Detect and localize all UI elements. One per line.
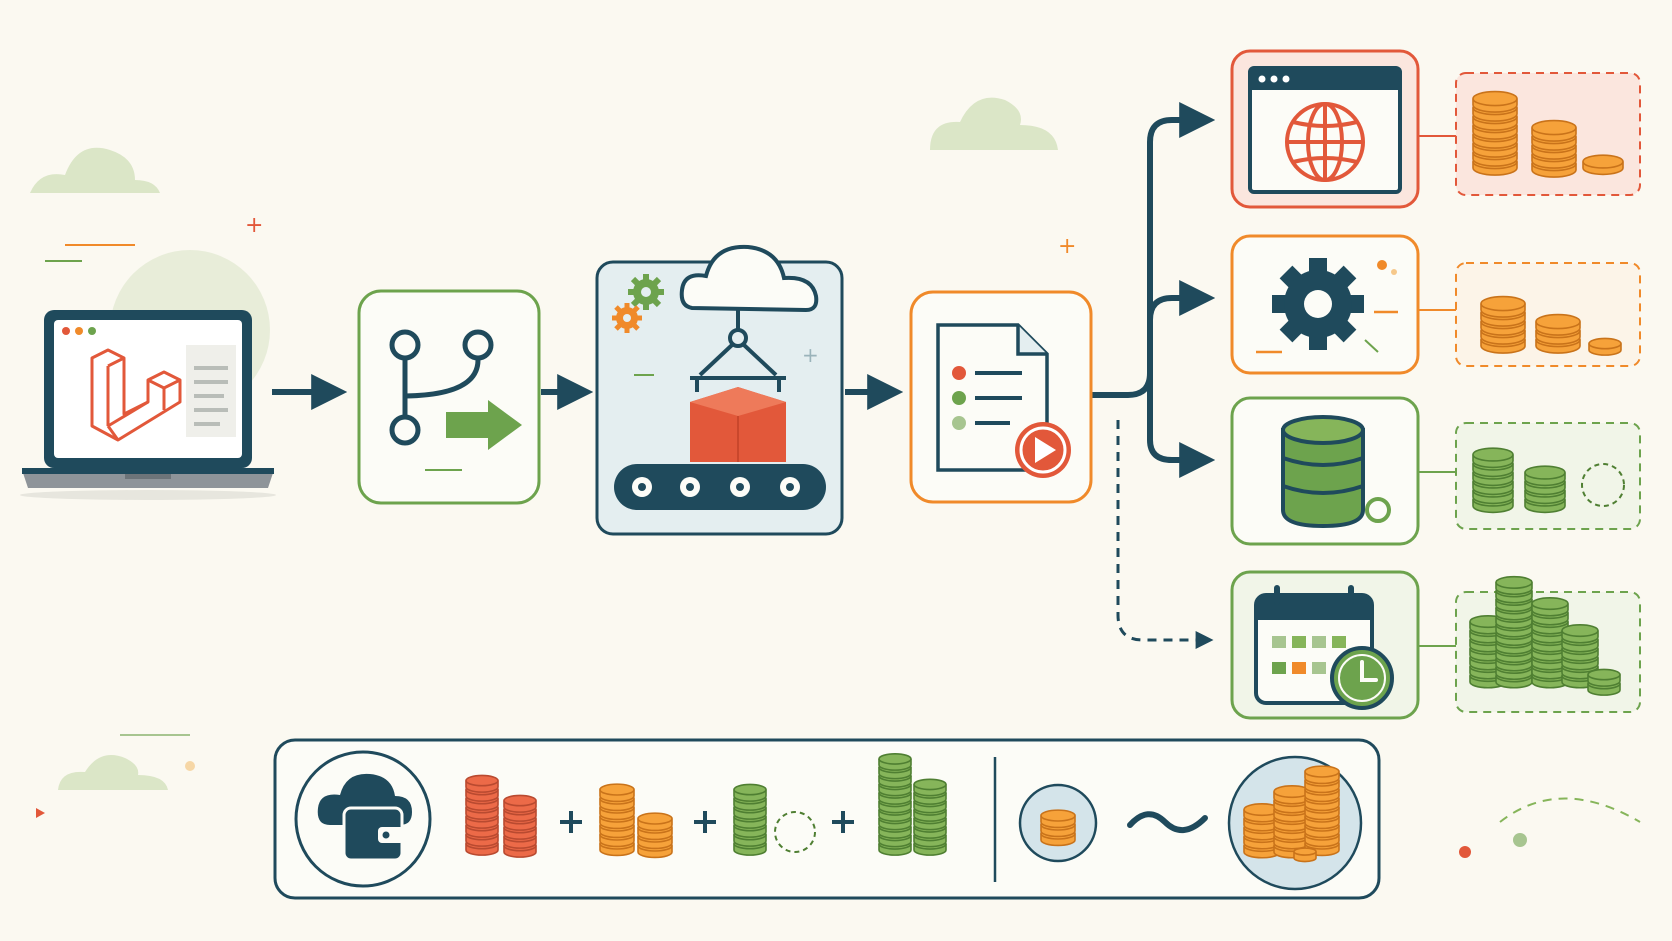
target-scheduler	[1230, 570, 1420, 720]
summary-coin-stacks	[465, 753, 1340, 863]
arrow-right-icon	[446, 400, 522, 450]
cloud-icon	[30, 147, 160, 193]
plus-mark: +	[1058, 234, 1076, 259]
conveyor-belt-icon	[614, 464, 826, 510]
database-icon	[1281, 415, 1391, 529]
package-box-icon	[690, 387, 786, 462]
cloud-icon	[679, 244, 819, 313]
clock-icon	[1330, 646, 1394, 710]
target-web	[1230, 49, 1420, 209]
cloud-icon	[58, 755, 168, 790]
build-conveyor-node: +	[595, 244, 844, 536]
plus-mark: +	[245, 213, 263, 238]
play-button-icon	[1015, 422, 1071, 478]
target-worker	[1230, 234, 1420, 375]
calendar-icon	[1254, 585, 1374, 705]
gear-icon	[628, 274, 664, 310]
scheduled-dashed-arrow	[1116, 420, 1214, 649]
cost-summary-panel	[273, 738, 1381, 900]
release-node	[909, 290, 1093, 504]
git-branch-node	[357, 289, 541, 505]
database-coin-stacks	[1472, 447, 1625, 514]
plus-operator	[832, 811, 854, 833]
plus-operator	[694, 811, 716, 833]
svg-text:+: +	[802, 343, 819, 367]
web-coin-stacks	[1472, 90, 1624, 178]
cloud-wallet-icon	[294, 750, 432, 888]
document-icon	[936, 323, 1049, 472]
gear-icon	[612, 303, 642, 333]
gear-icon	[1272, 258, 1364, 350]
laptop-laravel-icon	[20, 310, 276, 500]
globe-icon	[1285, 102, 1365, 182]
scheduler-coin-stacks	[1469, 575, 1621, 696]
pipeline-arrows	[272, 102, 1216, 478]
tilde-approximately-icon	[1127, 811, 1208, 833]
git-branch-icon	[389, 329, 494, 446]
worker-coin-stacks	[1480, 295, 1622, 356]
cloud-icon	[930, 97, 1058, 150]
plus-operator	[560, 811, 582, 833]
target-database	[1230, 396, 1420, 546]
